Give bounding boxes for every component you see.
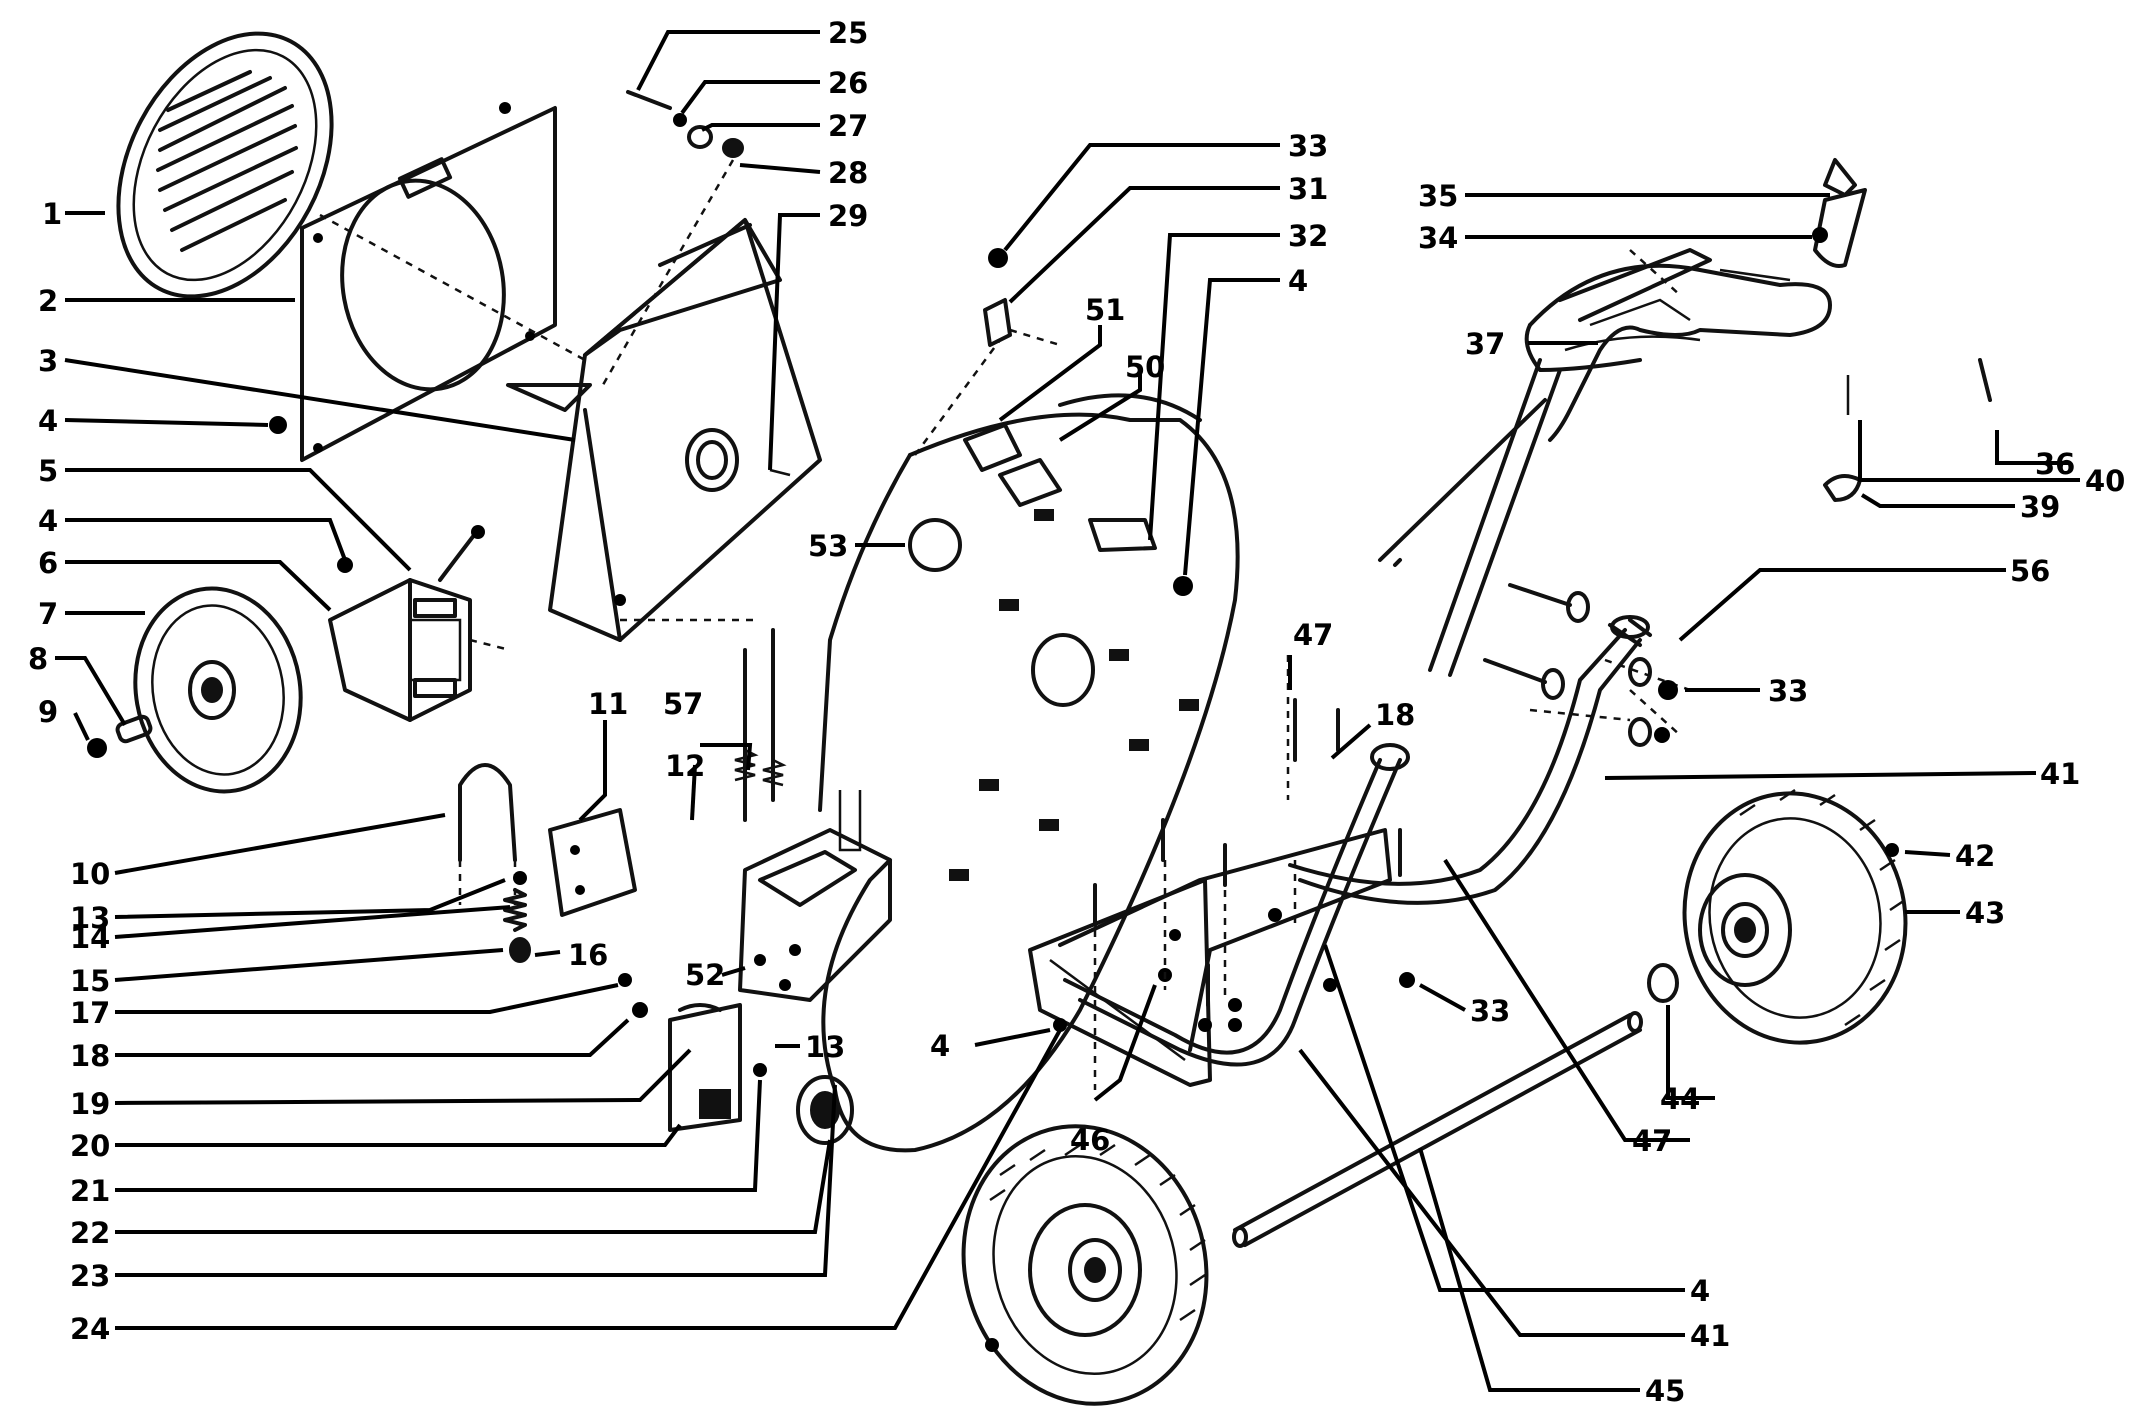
motor-mount-part — [738, 828, 892, 1002]
callout-3: 3 — [38, 344, 58, 378]
handle-bolts-part — [1483, 583, 1590, 700]
axle-part — [1232, 1011, 1643, 1248]
callout-46: 46 — [1070, 1123, 1110, 1157]
callout-42: 42 — [1955, 839, 1995, 873]
motor-part — [328, 525, 511, 722]
callout-35: 35 — [1418, 179, 1458, 213]
assembly-line — [1629, 249, 1681, 296]
callout-13: 13 — [70, 901, 110, 935]
switch-box-part — [668, 1003, 742, 1132]
callout-4: 4 — [1690, 1274, 1710, 1308]
callout-43: 43 — [1965, 896, 2005, 930]
callout-22: 22 — [70, 1216, 110, 1250]
bracket-part — [548, 808, 637, 917]
callout-44: 44 — [1660, 1082, 1700, 1116]
callout-labels: 1 2 3 4 5 4 6 7 8 9 10 13 14 15 17 18 19… — [28, 16, 2125, 1408]
callout-9: 9 — [38, 695, 58, 729]
hardware-bits-part — [598, 90, 791, 477]
callout-2: 2 — [38, 284, 58, 318]
callout-57: 57 — [663, 687, 703, 721]
long-bolts-part — [734, 628, 787, 822]
pin-part — [618, 973, 632, 987]
callout-39: 39 — [2020, 490, 2060, 524]
nut-part — [337, 557, 353, 573]
callout-41: 41 — [1690, 1319, 1730, 1353]
large-wheel-rear-part — [1647, 788, 1908, 1045]
clip-part — [983, 298, 1061, 347]
nut-part — [1399, 972, 1415, 988]
callout-41: 41 — [2040, 757, 2080, 791]
callout-13: 13 — [805, 1030, 845, 1064]
callout-6: 6 — [38, 546, 58, 580]
leader-lines — [55, 30, 2080, 1392]
callout-40: 40 — [2085, 464, 2125, 498]
callout-31: 31 — [1288, 172, 1328, 206]
callout-20: 20 — [70, 1129, 110, 1163]
nut-part — [988, 248, 1008, 268]
spring-part — [503, 888, 531, 963]
callout-45: 45 — [1645, 1374, 1685, 1408]
callout-4: 4 — [38, 404, 58, 438]
callout-16: 16 — [568, 938, 608, 972]
mounting-plate-part — [300, 102, 557, 462]
callout-1: 1 — [42, 197, 62, 231]
callout-15: 15 — [70, 964, 110, 998]
callout-37: 37 — [1465, 327, 1505, 361]
frame-bolts-part — [1093, 655, 1402, 1090]
callout-47: 47 — [1632, 1124, 1672, 1158]
callout-51: 51 — [1085, 293, 1125, 327]
callout-36: 36 — [2035, 447, 2075, 481]
callout-52: 52 — [685, 958, 725, 992]
nut-part — [269, 416, 287, 434]
callout-27: 27 — [828, 109, 868, 143]
callout-23: 23 — [70, 1259, 110, 1293]
handle-part — [1378, 158, 1992, 677]
callout-17: 17 — [70, 996, 110, 1030]
callout-32: 32 — [1288, 219, 1328, 253]
callout-11: 11 — [588, 687, 628, 721]
grille-part — [116, 31, 334, 299]
callout-33: 33 — [1470, 994, 1510, 1028]
callout-7: 7 — [38, 597, 58, 631]
callout-29: 29 — [828, 199, 868, 233]
assembly-line — [1529, 708, 1631, 722]
callout-33: 33 — [1288, 129, 1328, 163]
callout-18: 18 — [1375, 698, 1415, 732]
callout-28: 28 — [828, 156, 868, 190]
callout-34: 34 — [1418, 221, 1458, 255]
callout-33: 33 — [1768, 674, 1808, 708]
callout-5: 5 — [38, 454, 58, 488]
callout-4: 4 — [1288, 264, 1308, 298]
nut-part — [1658, 680, 1678, 700]
callout-47: 47 — [1293, 618, 1333, 652]
callout-12: 12 — [665, 749, 705, 783]
callout-56: 56 — [2010, 554, 2050, 588]
frame-part — [1028, 615, 1652, 1087]
large-wheel-front-part — [961, 1124, 1209, 1406]
callout-21: 21 — [70, 1174, 110, 1208]
callout-4: 4 — [38, 504, 58, 538]
small-wheel-part — [87, 586, 303, 794]
callout-26: 26 — [828, 66, 868, 100]
callout-10: 10 — [70, 857, 110, 891]
callout-18: 18 — [70, 1039, 110, 1073]
callout-24: 24 — [70, 1312, 110, 1346]
callout-50: 50 — [1125, 350, 1165, 384]
callout-19: 19 — [70, 1087, 110, 1121]
nut-part — [1654, 727, 1670, 743]
washer-part — [1628, 657, 1652, 687]
assembly-line — [913, 339, 1002, 456]
callout-8: 8 — [28, 642, 48, 676]
washer-part — [1628, 717, 1652, 747]
callout-4: 4 — [930, 1029, 950, 1063]
callout-25: 25 — [828, 16, 868, 50]
assembly-line — [1629, 689, 1681, 736]
u-bolt-part — [458, 763, 527, 905]
callout-53: 53 — [808, 529, 848, 563]
callout-14: 14 — [70, 921, 110, 955]
washer-part — [632, 1002, 648, 1018]
